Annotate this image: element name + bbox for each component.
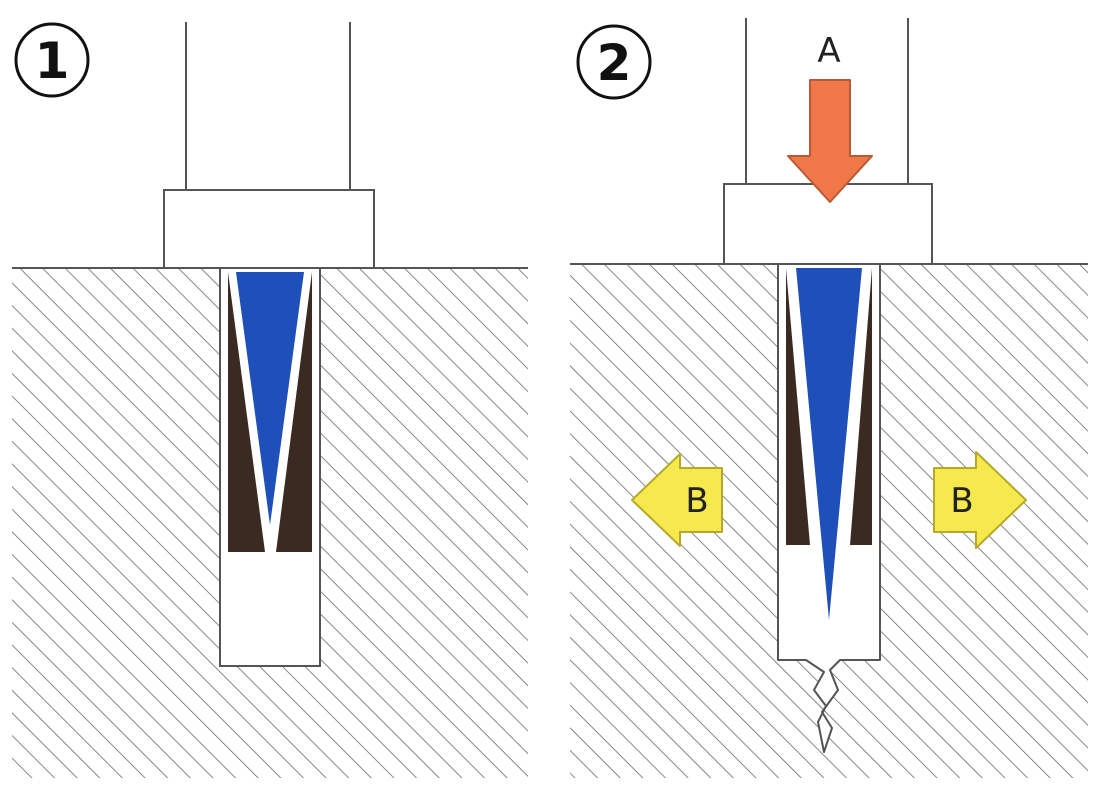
- expansion-arrow-left: [631, 453, 723, 547]
- wedge-1: [236, 272, 304, 525]
- wedge-2: [796, 268, 862, 620]
- step-badge-1: [14, 22, 90, 98]
- sleeve-left-2: [786, 268, 810, 545]
- expansion-label-right: B: [950, 481, 973, 521]
- tool-head-1: [163, 189, 375, 269]
- force-arrow-a: [787, 79, 873, 203]
- sleeve-right-1: [276, 272, 312, 552]
- force-label-a: A: [817, 31, 840, 71]
- step-number-2: 2: [597, 34, 632, 92]
- sleeve-right-2: [850, 268, 872, 545]
- panel-1: 1: [12, 22, 528, 778]
- step-number-1: 1: [35, 32, 70, 90]
- sleeve-left-1: [228, 272, 265, 552]
- step-badge-2: [576, 24, 652, 100]
- panel-2: A B B 2: [570, 18, 1088, 778]
- expansion-arrow-right: [933, 451, 1027, 549]
- expansion-label-left: B: [685, 481, 708, 521]
